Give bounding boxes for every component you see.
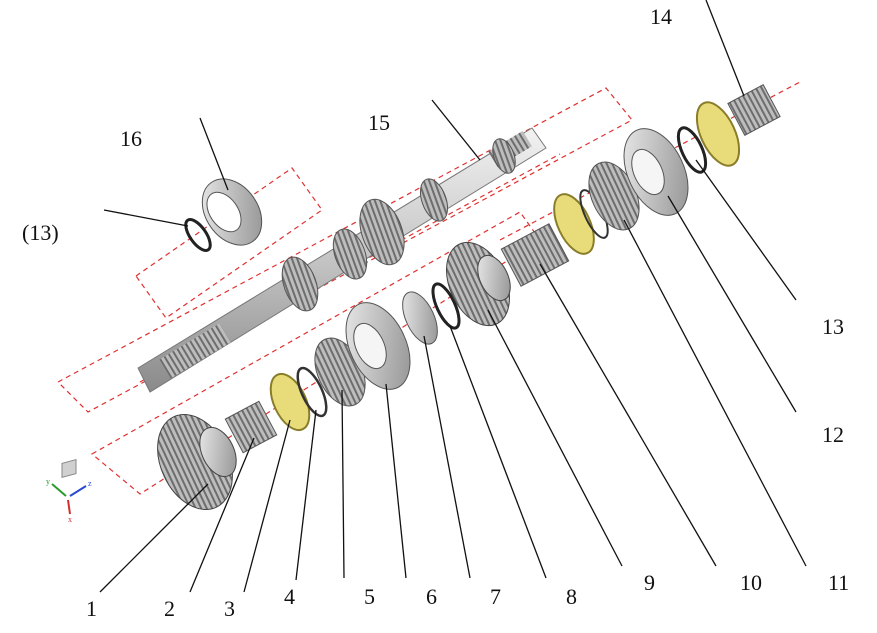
- part-labels: 1 2 3 4 5 6 7 8 9 10 11 12 13 (13) 14 15…: [22, 4, 849, 621]
- label-5: 5: [364, 584, 375, 609]
- leader-7: [423, 335, 471, 579]
- label-6: 6: [426, 584, 437, 609]
- leader-13p: [103, 209, 189, 227]
- label-14: 14: [650, 4, 672, 29]
- mainshaft-part-15: [137, 127, 547, 393]
- label-2: 2: [164, 596, 175, 621]
- sleeve-6-bore: [353, 322, 387, 370]
- label-13-paren: (13): [22, 220, 59, 245]
- label-8: 8: [566, 584, 577, 609]
- label-12: 12: [822, 422, 844, 447]
- bearing-part-16: [201, 178, 263, 246]
- snap-ring-part-8: [431, 282, 461, 330]
- axis-triad: x y z: [46, 459, 92, 524]
- shaft-gear-a: [281, 256, 319, 312]
- leader-6: [385, 383, 407, 579]
- axis-triad-x: x: [68, 515, 72, 524]
- needle-bearing-2-body: [224, 400, 278, 454]
- sleeve-12-bore: [631, 148, 665, 196]
- leader-10: [539, 263, 717, 567]
- axis-triad-z-line: [69, 485, 87, 497]
- needle-bearing-part-10: [500, 223, 570, 287]
- leader-4: [295, 409, 317, 581]
- label-7: 7: [490, 584, 501, 609]
- label-10: 10: [740, 570, 762, 595]
- needle-bearing-part-2: [224, 400, 278, 454]
- leader-1: [99, 483, 209, 593]
- leader-15: [431, 99, 481, 161]
- gear-9-hub: [477, 254, 511, 302]
- axis-triad-cube: [61, 459, 77, 479]
- label-3: 3: [224, 596, 235, 621]
- ring-part-7: [402, 291, 438, 345]
- synchro-ring-rear: [553, 193, 595, 255]
- gear-1-hub: [199, 426, 237, 478]
- snap-ring-part-4: [296, 366, 328, 418]
- snap-ring-13-front: [184, 218, 212, 252]
- leader-3: [243, 419, 291, 593]
- leader-9: [487, 309, 623, 567]
- snap-ring-part-13: [676, 126, 708, 174]
- label-4: 4: [284, 584, 295, 609]
- axis-triad-z: z: [88, 479, 92, 488]
- label-1: 1: [86, 596, 97, 621]
- shaft-gear-b: [332, 228, 368, 280]
- leader-11: [623, 219, 807, 567]
- label-9: 9: [644, 570, 655, 595]
- leader-14: [705, 0, 745, 97]
- gear-part-1: [157, 413, 237, 511]
- leader-16: [199, 117, 229, 191]
- sleeve-part-6: [345, 302, 411, 390]
- label-16: 16: [120, 126, 142, 151]
- leader-lines: [99, 0, 807, 593]
- leader-13: [695, 159, 797, 301]
- gear-part-9: [446, 241, 511, 327]
- label-11: 11: [828, 570, 849, 595]
- shaft-gear-c: [359, 198, 405, 266]
- sleeve-part-12: [623, 128, 689, 216]
- label-13: 13: [822, 314, 844, 339]
- leader-5: [341, 389, 345, 579]
- needle-bearing-10-body: [500, 223, 570, 287]
- leader-12: [667, 195, 797, 413]
- synchro-ring-upper: [695, 101, 741, 167]
- leader-2: [189, 437, 255, 593]
- shaft-spline-rear2: [492, 138, 516, 174]
- shaft-spline-front: [159, 323, 231, 379]
- bearing-16-inner: [206, 191, 242, 233]
- axis-triad-y-line: [51, 483, 67, 497]
- axis-triad-y: y: [46, 477, 50, 486]
- leader-8: [449, 325, 547, 579]
- needle-bearing-14-body: [727, 84, 781, 136]
- needle-bearing-part-14: [727, 84, 781, 136]
- axis-triad-x-line: [67, 499, 71, 515]
- label-15: 15: [368, 110, 390, 135]
- shaft-spline-mid: [419, 178, 449, 222]
